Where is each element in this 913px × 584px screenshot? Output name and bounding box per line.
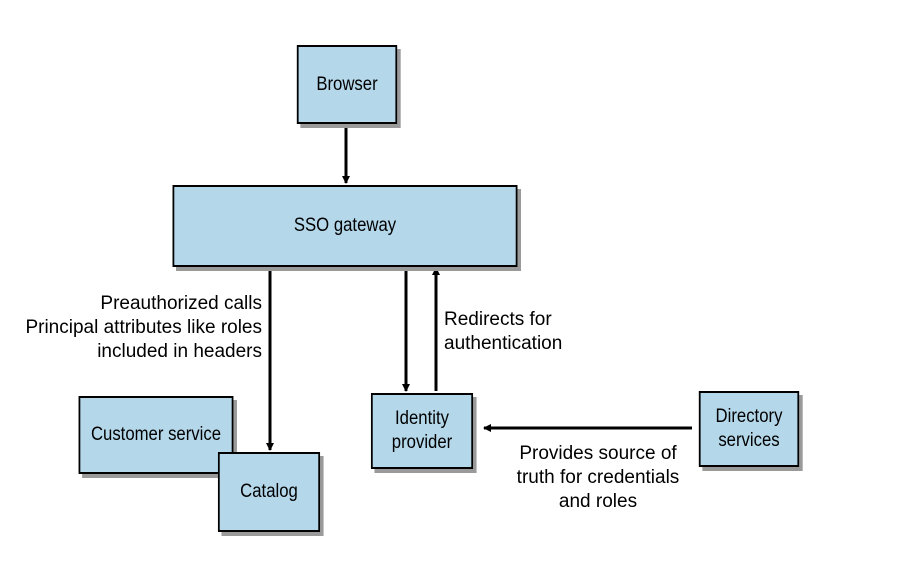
preauthorized-line-2: Principal attributes like roles <box>25 317 262 338</box>
identity-provider-box: Identity provider <box>370 393 474 469</box>
preauthorized-line-1: Preauthorized calls <box>100 293 262 314</box>
preauthorized-line-3: included in headers <box>97 341 262 362</box>
preauthorized-calls-label: Preauthorized calls Principal attributes… <box>25 292 262 364</box>
redirects-label: Redirects for authentication <box>444 308 562 356</box>
browser-box: Browser <box>296 45 398 124</box>
identity-provider-line-2: provider <box>391 432 453 453</box>
identity-provider-line-1: Identity <box>395 408 449 430</box>
provides-line-1: Provides source of <box>519 443 677 464</box>
sso-gateway-box: SSO gateway <box>172 185 518 267</box>
provides-line-2: truth for credentials <box>516 467 680 488</box>
directory-services-box: Directory services <box>698 391 800 467</box>
customer-service-box: Customer service <box>78 396 234 474</box>
directory-services-line-1: Directory <box>715 406 783 428</box>
customer-service-label: Customer service <box>90 424 222 446</box>
browser-label: Browser <box>316 73 378 95</box>
provides-line-3: and roles <box>558 491 638 512</box>
provides-source-label: Provides source of truth for credentials… <box>495 442 701 514</box>
redirects-line-1: Redirects for <box>444 309 552 330</box>
redirects-line-2: authentication <box>444 333 563 354</box>
sso-gateway-label: SSO gateway <box>293 215 397 237</box>
catalog-label: Catalog <box>240 481 298 503</box>
directory-services-line-2: services <box>718 430 780 451</box>
catalog-box: Catalog <box>217 452 321 532</box>
